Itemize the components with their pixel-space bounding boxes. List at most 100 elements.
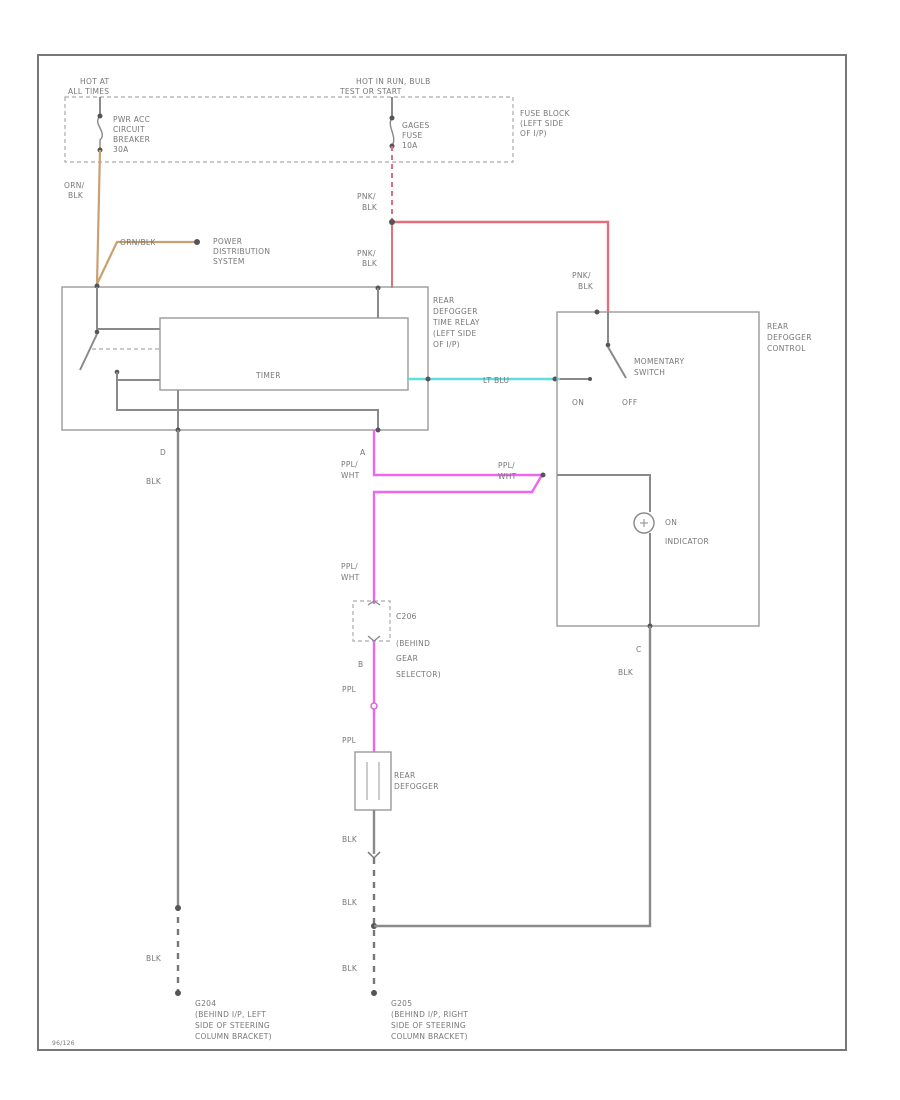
hot-at-all-times-label-1: HOT AT bbox=[80, 77, 110, 86]
ppl-label-a: PPL bbox=[342, 685, 357, 694]
defogger-label-2: DEFOGGER bbox=[394, 782, 439, 791]
blk-d-label: BLK bbox=[146, 477, 162, 486]
defogger-label-1: REAR bbox=[394, 771, 416, 780]
hot-in-run-label-1: HOT IN RUN, BULB bbox=[356, 77, 431, 86]
relay-label-5: OF I/P) bbox=[433, 340, 460, 349]
ppl-label-b: PPL bbox=[342, 736, 357, 745]
control-pin-c-label: C bbox=[636, 645, 642, 654]
g205-label-1: G205 bbox=[391, 999, 412, 1008]
switch-label-1: MOMENTARY bbox=[634, 357, 684, 366]
switch-label-2: SWITCH bbox=[634, 368, 665, 377]
pnk-blk-label-b1: PNK/ bbox=[357, 249, 376, 258]
c206-connector-outline bbox=[352, 600, 391, 642]
g204-label-4: COLUMN BRACKET) bbox=[195, 1032, 272, 1041]
g205-label-3: SIDE OF STEERING bbox=[391, 1021, 466, 1030]
indicator-feed-wire bbox=[557, 474, 651, 512]
fuse-block-outline bbox=[64, 96, 514, 163]
gages-label-3: 10A bbox=[402, 141, 418, 150]
control-label-2: DEFOGGER bbox=[767, 333, 812, 342]
relay-internal-wire-4 bbox=[116, 380, 379, 428]
blk-left-low-label: BLK bbox=[146, 954, 162, 963]
relay-contact-blade bbox=[79, 333, 98, 371]
pwr-acc-label-2: CIRCUIT bbox=[113, 125, 145, 134]
power-distribution-label-1: POWER bbox=[213, 237, 242, 246]
indicator-lamp-icon bbox=[633, 512, 655, 534]
pnk-blk-label-a2: BLK bbox=[362, 203, 378, 212]
power-distribution-label-3: SYSTEM bbox=[213, 257, 245, 266]
indicator-filament-icon bbox=[640, 519, 648, 527]
c206-female-pin-icon bbox=[367, 635, 381, 642]
fuse-block-label-1: FUSE BLOCK bbox=[520, 109, 571, 118]
ppl-wht-control-terminal bbox=[540, 472, 546, 478]
lt-blu-label: LT BLU bbox=[483, 376, 509, 385]
pnk-blk-label-c2: BLK bbox=[578, 282, 594, 291]
c206-pin-b-label: B bbox=[358, 660, 363, 669]
switch-pivot bbox=[605, 342, 611, 348]
pnk-blk-splice bbox=[389, 219, 395, 225]
blk-def-label: BLK bbox=[342, 835, 358, 844]
c206-label-3: GEAR bbox=[396, 654, 418, 663]
ppl-wht-label-a1: PPL/ bbox=[341, 460, 358, 469]
gages-label-2: FUSE bbox=[402, 131, 423, 140]
left-ground-connector bbox=[175, 905, 181, 911]
rear-defogger-element bbox=[354, 751, 392, 811]
relay-label-3: TIME RELAY bbox=[432, 318, 480, 327]
gages-fuse-icon bbox=[389, 117, 395, 147]
c206-male-pin-icon bbox=[367, 600, 381, 606]
blk-c-label: BLK bbox=[618, 668, 634, 677]
relay-pin-a-terminal bbox=[375, 427, 381, 433]
pnk-blk-label-a1: PNK/ bbox=[357, 192, 376, 201]
orn-blk-inline-label: ORN/BLK bbox=[120, 238, 156, 247]
switch-on-label: ON bbox=[572, 398, 584, 407]
ppl-wht-label-b2: WHT bbox=[498, 472, 517, 481]
power-distribution-label-2: DISTRIBUTION bbox=[213, 247, 270, 256]
c206-label-1: C206 bbox=[396, 612, 417, 621]
pwr-acc-label-3: BREAKER bbox=[113, 135, 150, 144]
defogger-control-box bbox=[556, 311, 760, 627]
control-label-1: REAR bbox=[767, 322, 789, 331]
relay-internal-wire-3 bbox=[116, 372, 160, 381]
relay-label-2: DEFOGGER bbox=[433, 307, 478, 316]
ppl-wht-control-wire bbox=[372, 474, 544, 604]
fuse-block-label-3: OF I/P) bbox=[520, 129, 547, 138]
c206-label-2: (BEHIND bbox=[396, 639, 430, 648]
g205-label-4: COLUMN BRACKET) bbox=[391, 1032, 468, 1041]
ppl-wht-label-c1: PPL/ bbox=[341, 562, 358, 571]
defogger-grid-lines-icon bbox=[366, 762, 380, 800]
g204-ground-icon bbox=[175, 990, 181, 996]
control-pnk-terminal bbox=[594, 309, 600, 315]
relay-label-1: REAR bbox=[433, 296, 455, 305]
diagram-frame bbox=[37, 54, 847, 1051]
diagram-code: 96/126 bbox=[52, 1040, 75, 1047]
hot-at-all-times-label-2: ALL TIMES bbox=[68, 87, 109, 96]
control-label-3: CONTROL bbox=[767, 344, 806, 353]
momentary-switch-blade bbox=[607, 346, 627, 379]
switch-on-contact bbox=[588, 377, 592, 381]
pnk-blk-label-c1: PNK/ bbox=[572, 271, 591, 280]
timer-box bbox=[159, 317, 409, 391]
pwr-acc-label-4: 30A bbox=[113, 145, 129, 154]
switch-off-label: OFF bbox=[622, 398, 637, 407]
c206-label-4: SELECTOR) bbox=[396, 670, 441, 679]
ppl-wht-label-a2: WHT bbox=[341, 471, 360, 480]
orn-blk-label-1: ORN/ bbox=[64, 181, 85, 190]
orn-blk-wire bbox=[95, 149, 102, 285]
relay-pin-d-label: D bbox=[160, 448, 166, 457]
gages-fuse-terminal-top bbox=[389, 115, 395, 121]
pnk-blk-label-b2: BLK bbox=[362, 259, 378, 268]
circuit-breaker-icon bbox=[97, 115, 103, 150]
lt-blu-terminal-right bbox=[552, 376, 558, 382]
g204-label-3: SIDE OF STEERING bbox=[195, 1021, 270, 1030]
hot-in-run-label-2: TEST OR START bbox=[339, 87, 402, 96]
relay-label-4: (LEFT SIDE bbox=[433, 329, 476, 338]
orn-blk-branch-wire bbox=[96, 240, 197, 285]
ppl-wht-label-c2: WHT bbox=[341, 573, 360, 582]
ppl-inline-terminal bbox=[370, 702, 378, 710]
pnk-blk-control-wire bbox=[392, 220, 610, 312]
ppl-wht-relay-wire bbox=[372, 430, 542, 477]
pwr-acc-label-1: PWR ACC bbox=[113, 115, 150, 124]
blk-mid-label: BLK bbox=[342, 898, 358, 907]
lt-blu-terminal-left bbox=[425, 376, 431, 382]
indicator-label-1: ON bbox=[665, 518, 677, 527]
